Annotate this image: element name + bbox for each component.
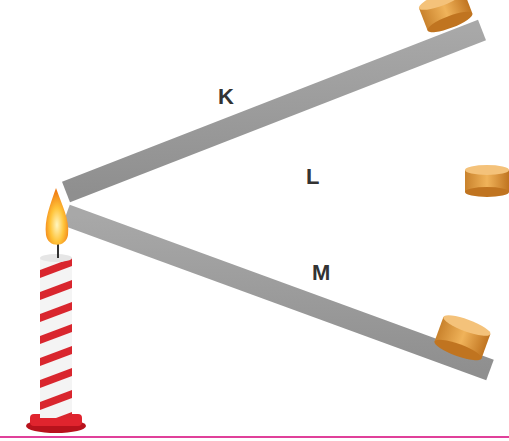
rod-l: [66, 193, 509, 213]
bottom-rule: [0, 436, 509, 438]
rod-m: [66, 215, 490, 370]
flame: [46, 188, 69, 245]
wax-piece-k: [417, 0, 475, 36]
wax-piece-l: [465, 165, 509, 197]
rod-label: L: [306, 166, 319, 188]
wax-piece-m: [432, 311, 492, 364]
rod-label: M: [312, 262, 330, 284]
rod-k: [66, 30, 482, 192]
rod-label: K: [218, 86, 234, 108]
candle: [26, 188, 86, 433]
